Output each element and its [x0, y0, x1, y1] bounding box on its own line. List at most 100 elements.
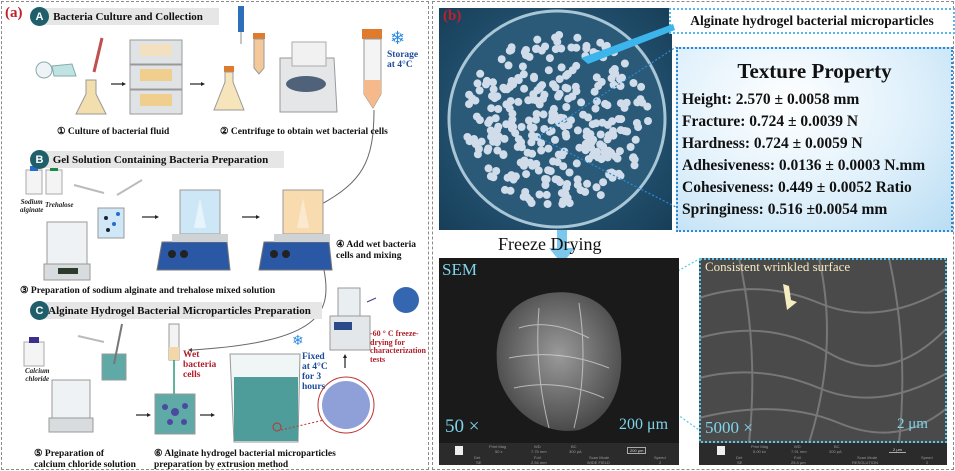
hydrogel-bead	[558, 200, 567, 208]
hydrogel-bead	[563, 84, 572, 93]
hydrogel-bead	[540, 125, 549, 133]
hydrogel-bead	[590, 148, 599, 157]
spatula-icon-2	[77, 335, 105, 343]
hydrogel-bead	[551, 45, 560, 54]
hydrogel-bead	[463, 133, 472, 141]
hydrogel-bead	[533, 35, 542, 44]
texture-adhesiveness: Adhesiveness: 0.0136 ± 0.0003 N.mm	[682, 157, 926, 174]
texture-cohesiveness: Cohesiveness: 0.449 ± 0.0052 Ratio	[682, 179, 912, 196]
hydrogel-bead	[573, 180, 582, 189]
fixed-note: Fixed at 4°C for 3 hours	[302, 352, 328, 392]
scan-mode-label: Scan Mode	[857, 455, 878, 460]
step-5-line-1: ⑤ Preparation of	[34, 449, 105, 459]
scale-box: 2 μm	[889, 447, 906, 453]
hydrogel-bead	[620, 127, 629, 135]
hydrogel-bead	[573, 33, 582, 42]
det-label: Det	[474, 455, 481, 460]
hydrogel-bead	[489, 78, 497, 87]
det-value: SE	[737, 460, 743, 465]
hydrogel-bead	[506, 97, 515, 106]
panel-a-label: (a)	[5, 5, 23, 21]
step-4-line-2: cells and mixing	[336, 251, 402, 261]
magnetic-stirrer-blue-icon	[156, 189, 231, 271]
beaker-mixture-icon	[97, 207, 125, 239]
hydrogel-bead	[501, 185, 509, 194]
hydrogel-bead	[470, 135, 478, 143]
workflow-illustrations: ❄	[23, 6, 419, 443]
wet-line-2: bacteria	[183, 360, 217, 370]
sodium-alginate-label: Sodium alginate	[20, 198, 43, 214]
hydrogel-bead	[557, 189, 566, 198]
hydrogel-bead	[579, 110, 588, 119]
hydrogel-bead	[489, 137, 498, 146]
microparticles-image	[447, 9, 667, 229]
hydrogel-bead	[508, 109, 517, 118]
hydrogel-bead	[565, 199, 574, 208]
sem-particle	[496, 292, 622, 431]
hydrogel-bead	[493, 146, 502, 155]
hydrogel-bead	[616, 99, 625, 108]
bc-label: BC	[571, 444, 577, 449]
pipette-icon	[92, 37, 104, 73]
step-6-line-2: preparation by extrusion method	[154, 460, 289, 470]
hydrogel-bead	[485, 116, 494, 125]
hydrogel-bead	[507, 171, 516, 180]
hydrogel-bead	[643, 102, 652, 111]
hydrogel-bead	[499, 150, 508, 159]
hydrogel-bead	[500, 134, 509, 143]
hydrogel-bead	[534, 166, 543, 175]
freeze-drying-note: -60 ° C freeze- drying for characterizat…	[370, 329, 426, 364]
scan-mode-label: Scan Mode	[589, 455, 610, 460]
hydrogel-bead	[499, 83, 508, 92]
hydrogel-bead	[599, 178, 608, 187]
section-c-badge: C	[30, 301, 49, 320]
hydrogel-bead	[475, 86, 484, 95]
hydrogel-bead	[523, 148, 532, 157]
hydrogel-bead	[532, 110, 541, 118]
panel-b-label: (b)	[443, 8, 462, 24]
panel-b-characterization: (b) Alginate hydrogel bacterial micropar…	[432, 1, 955, 470]
hydrogel-bead	[493, 126, 502, 135]
hydrogel-bead	[530, 72, 538, 81]
hydrogel-bead	[592, 183, 601, 192]
hydrogel-bead	[490, 94, 499, 103]
sem-tag: SEM	[442, 260, 477, 279]
hydrogel-bead	[527, 199, 536, 207]
dried-particle-icon	[393, 287, 419, 313]
hydrogel-bead	[507, 77, 516, 85]
hydrogel-bead	[634, 123, 643, 132]
hydrogel-bead	[592, 73, 601, 82]
hydrogel-bead	[620, 59, 629, 68]
freeze-line-2: drying for	[370, 337, 405, 347]
hydrogel-bead	[562, 103, 571, 111]
hydrogel-beads	[463, 31, 652, 208]
hydrogel-bead	[563, 70, 572, 78]
hydrogel-bead	[560, 147, 569, 156]
hydrogel-bead	[542, 190, 551, 199]
hydrogel-bead	[483, 146, 492, 155]
snowflake-icon-2: ❄	[292, 334, 304, 349]
hydrogel-bead	[537, 146, 546, 155]
calcium-line-1: Calcium	[25, 367, 50, 375]
hydrogel-bead	[555, 75, 564, 84]
hydrogel-bead	[559, 162, 568, 171]
hydrogel-bead	[567, 43, 576, 52]
panel-a-workflow: (a) Bacteria Culture and Collection A	[1, 1, 429, 470]
reagent-bottles-icon	[25, 166, 63, 195]
shaker-incubator-icon	[129, 39, 183, 115]
step-3-label: ③ Preparation of sodium alginate and tre…	[20, 286, 276, 296]
hydrogel-bead	[601, 99, 610, 108]
fov-label: FoV	[794, 455, 802, 460]
hydrogel-bead	[555, 89, 564, 98]
freeze-drying-label: Freeze Drying	[498, 234, 602, 254]
wet-line-1: Wet	[183, 350, 200, 360]
fixed-line-3: for 3	[302, 372, 322, 382]
step-6-line-1: ⑥ Alginate hydrogel bacterial microparti…	[154, 449, 336, 459]
microparticle-zoom-icon	[280, 376, 375, 434]
scale-box: 200 μm	[627, 447, 647, 454]
hydrogel-bead	[535, 190, 544, 199]
syringe-icon	[168, 323, 180, 394]
wd-label: WD	[534, 444, 541, 449]
hydrogel-bead	[582, 41, 591, 50]
storage-line-1: Storage	[387, 50, 419, 60]
